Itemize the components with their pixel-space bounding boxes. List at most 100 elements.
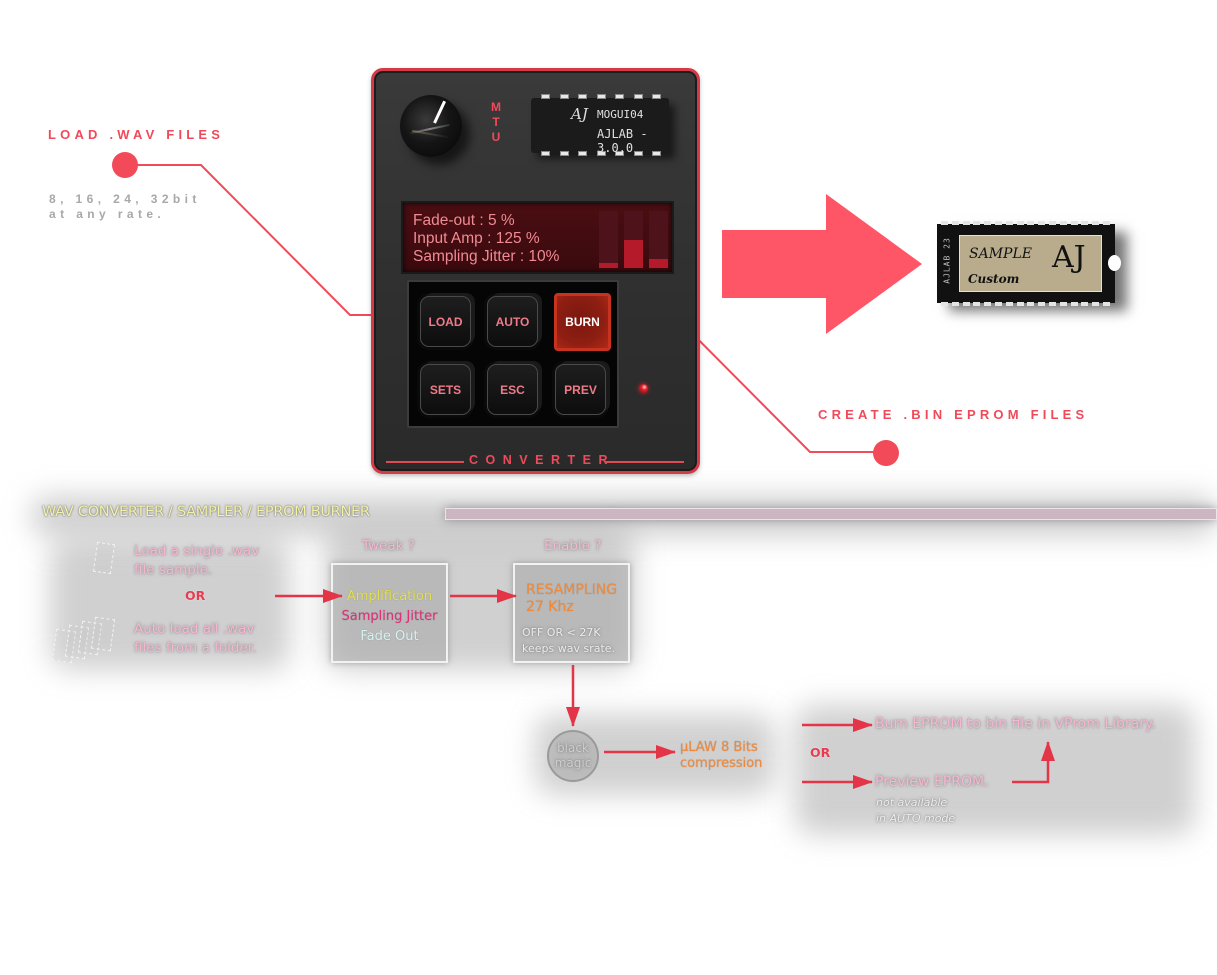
input-auto-line: files from a folder. — [134, 640, 257, 656]
burn-eprom-output: Burn EPROM to bin file in VProm Library. — [875, 716, 1156, 732]
chip-version: AJLAB - 3.0.0 — [597, 127, 648, 155]
chip-pin — [559, 94, 569, 99]
input-auto-text: Auto load all .wav files from a folder. — [134, 620, 256, 658]
chip-pin — [951, 221, 959, 225]
resampling-text: RESAMPLING 27 Khz — [526, 582, 617, 616]
tweak-amplification: Amplification — [346, 589, 433, 604]
meter-input-amp — [624, 211, 643, 268]
resampling-note-line: keeps wav srate. — [522, 642, 616, 655]
chip-pin — [973, 302, 981, 306]
chip-pin — [1092, 221, 1100, 225]
compression-line: µLAW 8 Bits — [680, 740, 758, 755]
eprom-label-custom: Custom — [968, 272, 1020, 286]
auto-button[interactable]: AUTO — [487, 296, 538, 347]
sets-button[interactable]: SETS — [420, 364, 471, 415]
or-label: OR — [185, 588, 206, 603]
chip-pin — [633, 151, 643, 156]
chip-pin — [615, 151, 624, 156]
meter-sampling-jitter — [649, 211, 668, 268]
load-button[interactable]: LOAD — [420, 296, 471, 347]
chip-pin — [541, 151, 550, 156]
chip-pin — [1027, 221, 1035, 225]
meter-fade-out — [599, 211, 618, 268]
black-magic-line: black — [557, 741, 589, 755]
lcd-line-fade-out: Fade-out : 5 % — [413, 212, 515, 229]
esc-button[interactable]: ESC — [487, 364, 538, 415]
chip-pin — [578, 94, 587, 99]
mtu-knob[interactable] — [400, 95, 462, 157]
lcd-display: Fade-out : 5 % Input Amp : 125 % Samplin… — [401, 201, 674, 274]
load-callout-line1: 8, 16, 24, 32bit — [49, 192, 201, 206]
mtu-letter: T — [492, 115, 500, 129]
meter-fill — [599, 263, 618, 268]
chip-pin — [1092, 302, 1100, 306]
create-bin-callout-title: CREATE .BIN EPROM FILES — [818, 407, 1089, 422]
tweak-sampling-jitter: Sampling Jitter — [341, 609, 438, 624]
eprom-label-sample: SAMPLE — [969, 246, 1032, 262]
tweak-items: Amplification Sampling Jitter Fade Out — [333, 565, 446, 647]
resampling-line: RESAMPLING — [526, 582, 618, 598]
input-single-text: Load a single .wav file sample. — [134, 542, 259, 580]
chip-pin — [984, 302, 992, 306]
ajlab-logo-icon: AJ — [1052, 240, 1086, 275]
ajlab-logo-icon: AJ — [571, 105, 588, 123]
tweak-box: Amplification Sampling Jitter Fade Out — [331, 563, 448, 663]
mtu-label: M T U — [489, 100, 503, 145]
chip-pin — [615, 94, 624, 99]
chip-pin — [541, 94, 550, 99]
preview-note-line: not available — [876, 796, 948, 809]
chip-pin — [962, 221, 970, 225]
chip-model: MOGUI04 — [597, 108, 644, 121]
resampling-note: OFF OR < 27K keeps wav srate. — [522, 625, 615, 657]
load-wav-callout-title: LOAD .WAV FILES — [48, 127, 225, 142]
chip-pin — [1016, 221, 1024, 225]
eprom-notch — [1108, 255, 1121, 271]
mtu-letter: U — [491, 130, 501, 144]
preview-eprom-output: Preview EPROM. — [875, 774, 989, 790]
chip-pin — [973, 221, 981, 225]
converter-device-panel: M T U AJ MOGUI04 AJLAB - 3.0.0 Fade-out … — [371, 68, 700, 474]
lcd-line-input-amp: Input Amp : 125 % — [413, 230, 540, 247]
chip-pin — [1103, 302, 1110, 306]
keypad: LOAD AUTO BURN SETS ESC PREV — [407, 280, 619, 428]
black-magic-line: magic — [554, 756, 592, 770]
input-single-line: file sample. — [134, 562, 213, 578]
arrow-preview-to-burn — [1012, 741, 1055, 784]
chip-pin — [596, 94, 606, 99]
chip-pin — [941, 302, 948, 306]
enable-box: RESAMPLING 27 Khz OFF OR < 27K keeps wav… — [513, 563, 630, 663]
chip-pin — [652, 151, 661, 156]
eprom-chip: AJLAB 23 SAMPLE Custom AJ — [937, 221, 1121, 306]
chip-pin — [1081, 221, 1089, 225]
flow-inputs-shadow — [50, 540, 290, 670]
converter-label: CONVERTER — [469, 453, 615, 467]
enable-heading: Enable ? — [544, 538, 602, 554]
chip-pin — [1081, 302, 1089, 306]
lcd-line-sampling-jitter: Sampling Jitter : 10% — [413, 248, 560, 265]
preview-note: not available in AUTO mode — [876, 795, 955, 827]
tweak-heading: Tweak ? — [362, 538, 415, 554]
tweak-fade-out: Fade Out — [360, 629, 419, 644]
status-led-icon — [639, 384, 648, 393]
create-callout-dot — [873, 440, 899, 466]
chip-pin — [559, 151, 569, 156]
flow-title: WAV CONVERTER / SAMPLER / EPROM BURNER — [42, 504, 370, 520]
prev-button[interactable]: PREV — [555, 364, 606, 415]
chip-pin — [1005, 221, 1013, 225]
mtu-letter: M — [491, 100, 501, 114]
chip-pin — [1059, 221, 1067, 225]
compression-text: µLAW 8 Bits compression — [680, 740, 762, 772]
chip-pin — [1038, 302, 1046, 306]
outputs-or-label: OR — [810, 745, 831, 760]
meter-fill — [624, 239, 643, 268]
chip-pin — [1005, 302, 1013, 306]
chip-pin — [1103, 221, 1110, 225]
big-right-arrow-icon — [722, 194, 922, 334]
footer-rule-right — [605, 461, 684, 463]
black-magic-circle: black magic — [547, 730, 599, 782]
chip-pin — [596, 151, 606, 156]
chip-pin — [995, 302, 1002, 306]
burn-button[interactable]: BURN — [554, 293, 611, 351]
preview-note-line: in AUTO mode — [876, 812, 956, 825]
